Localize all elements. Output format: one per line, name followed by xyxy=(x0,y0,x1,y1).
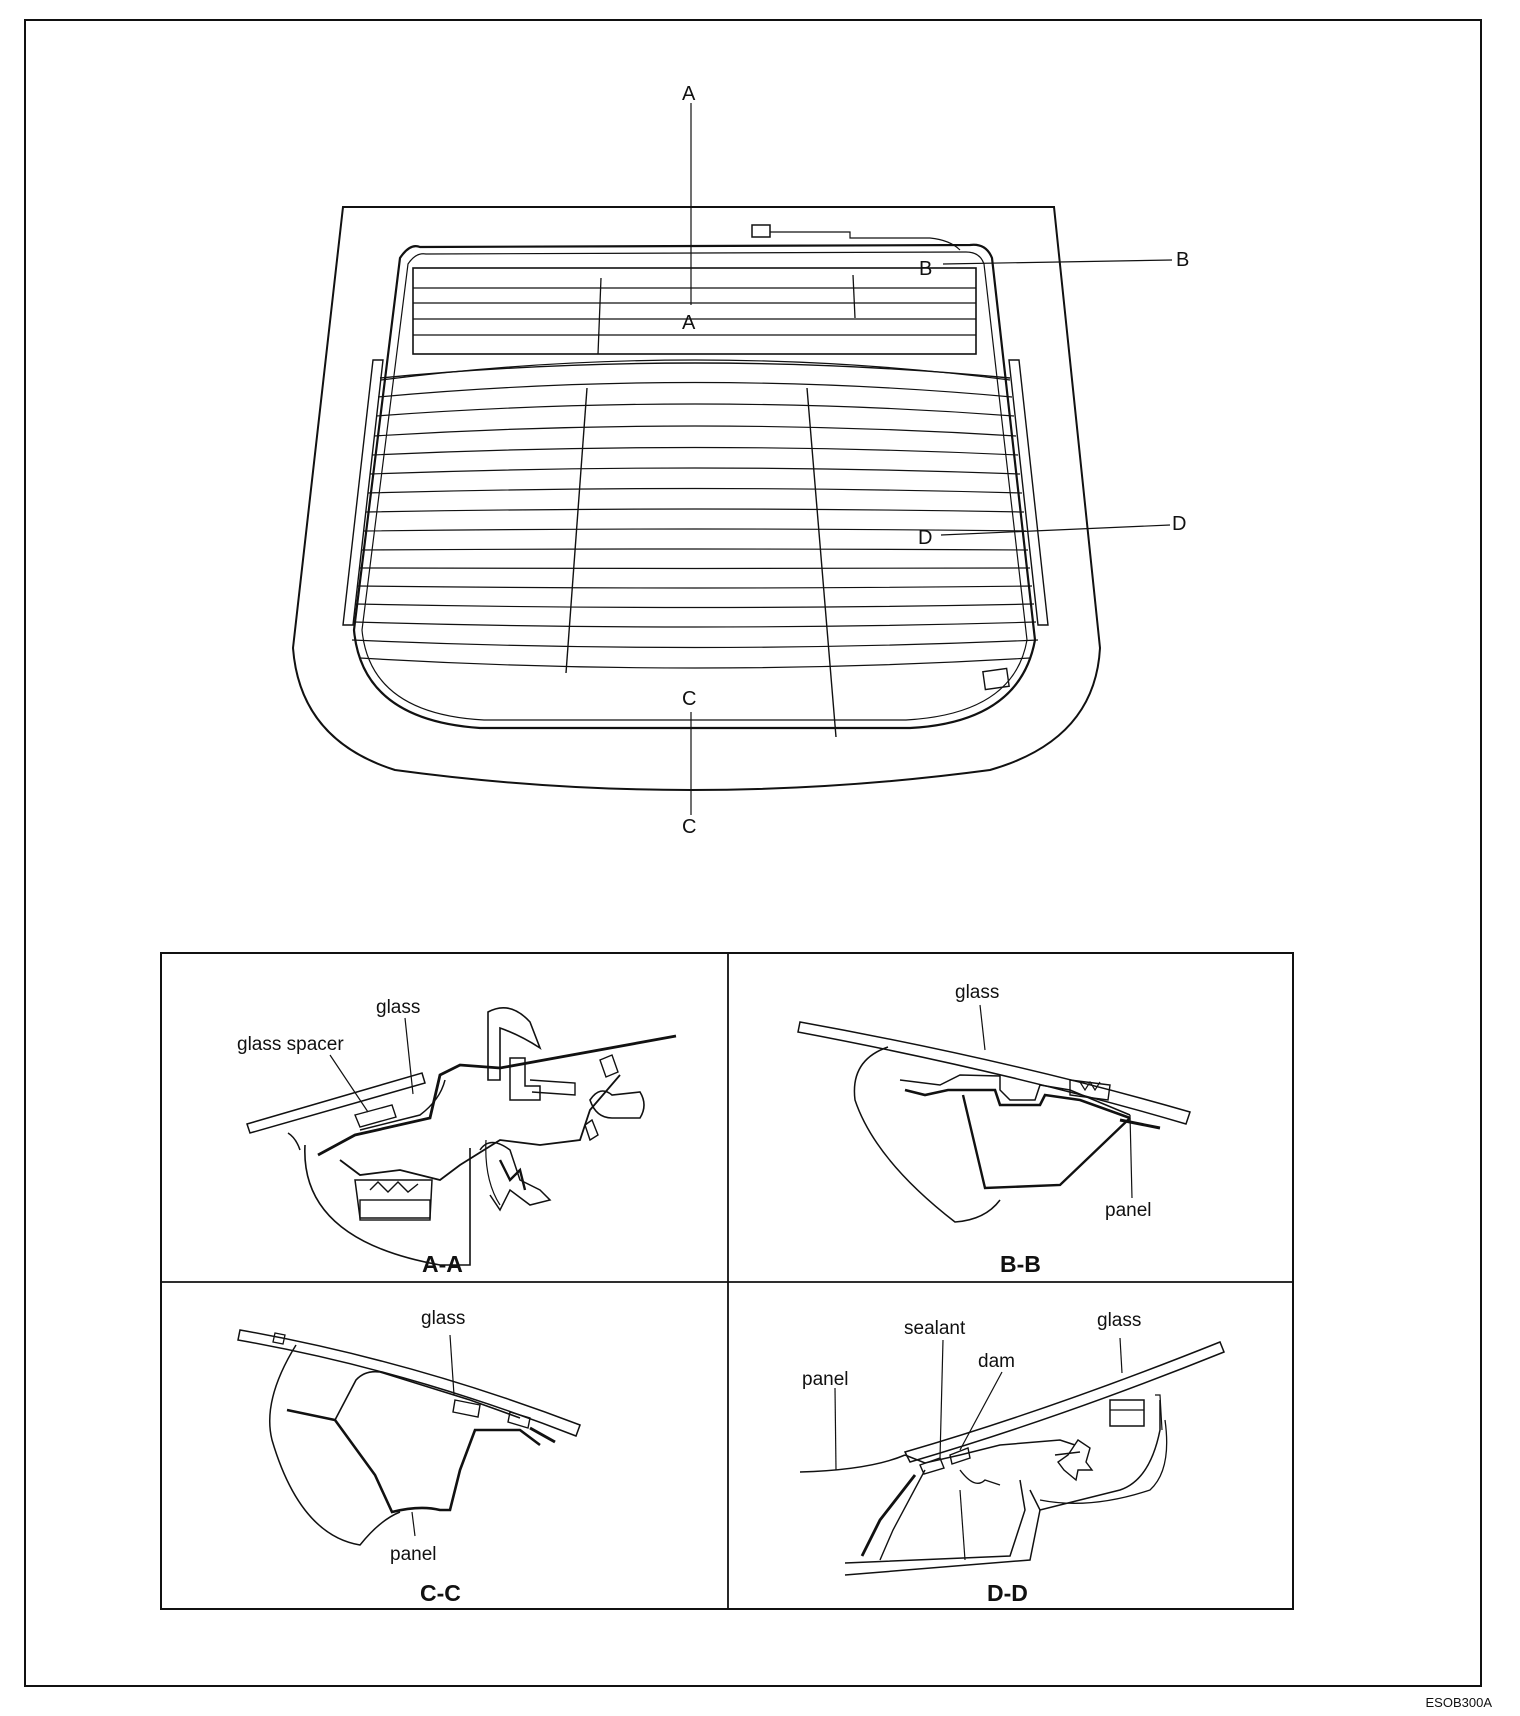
dd-panel-label: panel xyxy=(802,1369,849,1390)
cut-label-d-right: D xyxy=(1172,513,1186,535)
dd-dam-label: dam xyxy=(978,1351,1015,1372)
section-labels: glass glass spacer A-A glass panel B-B g… xyxy=(237,982,1152,1606)
bb-section-title: B-B xyxy=(1000,1251,1041,1277)
section-views xyxy=(160,952,1294,1610)
cut-line-labels: A A B B C C D D xyxy=(682,83,1189,838)
aa-glass-label: glass xyxy=(376,997,420,1018)
bb-panel-label: panel xyxy=(1105,1200,1152,1221)
top-connector xyxy=(751,224,771,238)
cc-section-title: C-C xyxy=(420,1580,461,1606)
dd-glass-label: glass xyxy=(1097,1310,1141,1331)
cc-panel-label: panel xyxy=(390,1544,437,1565)
dd-sealant-label: sealant xyxy=(904,1318,966,1339)
cut-line-d xyxy=(940,524,1171,536)
cut-label-b-left: B xyxy=(919,258,932,280)
section-cc-drawing xyxy=(237,1329,581,1546)
lower-terminal xyxy=(982,667,1010,691)
left-bus-bar xyxy=(342,359,384,626)
cut-label-a-top: A xyxy=(682,83,696,105)
diagram-frame xyxy=(24,19,1482,1687)
cut-label-b-right: B xyxy=(1176,249,1189,271)
bb-glass-label: glass xyxy=(955,982,999,1003)
glass-outline xyxy=(352,243,1037,730)
aa-section-title: A-A xyxy=(422,1251,463,1277)
cut-label-c-bottom: C xyxy=(682,816,696,838)
section-dd-drawing xyxy=(799,1337,1225,1576)
body-panel-outline xyxy=(291,206,1102,791)
cc-glass-label: glass xyxy=(421,1308,465,1329)
section-aa-drawing xyxy=(246,1006,677,1266)
aa-glass-spacer-label: glass spacer xyxy=(237,1034,344,1055)
cut-label-a-bottom: A xyxy=(682,312,696,334)
glass-inner-outline xyxy=(361,251,1028,721)
dd-section-title: D-D xyxy=(987,1580,1028,1606)
rear-window-overview xyxy=(291,103,1173,815)
right-bus-bar xyxy=(1008,359,1049,626)
figure-code: ESOB300A xyxy=(1425,1695,1493,1710)
upper-heater-grid xyxy=(412,267,977,355)
cut-label-c-top: C xyxy=(682,688,696,710)
cut-label-d-left: D xyxy=(918,527,932,549)
cut-line-b xyxy=(942,259,1173,265)
section-bb-drawing xyxy=(797,1004,1191,1223)
